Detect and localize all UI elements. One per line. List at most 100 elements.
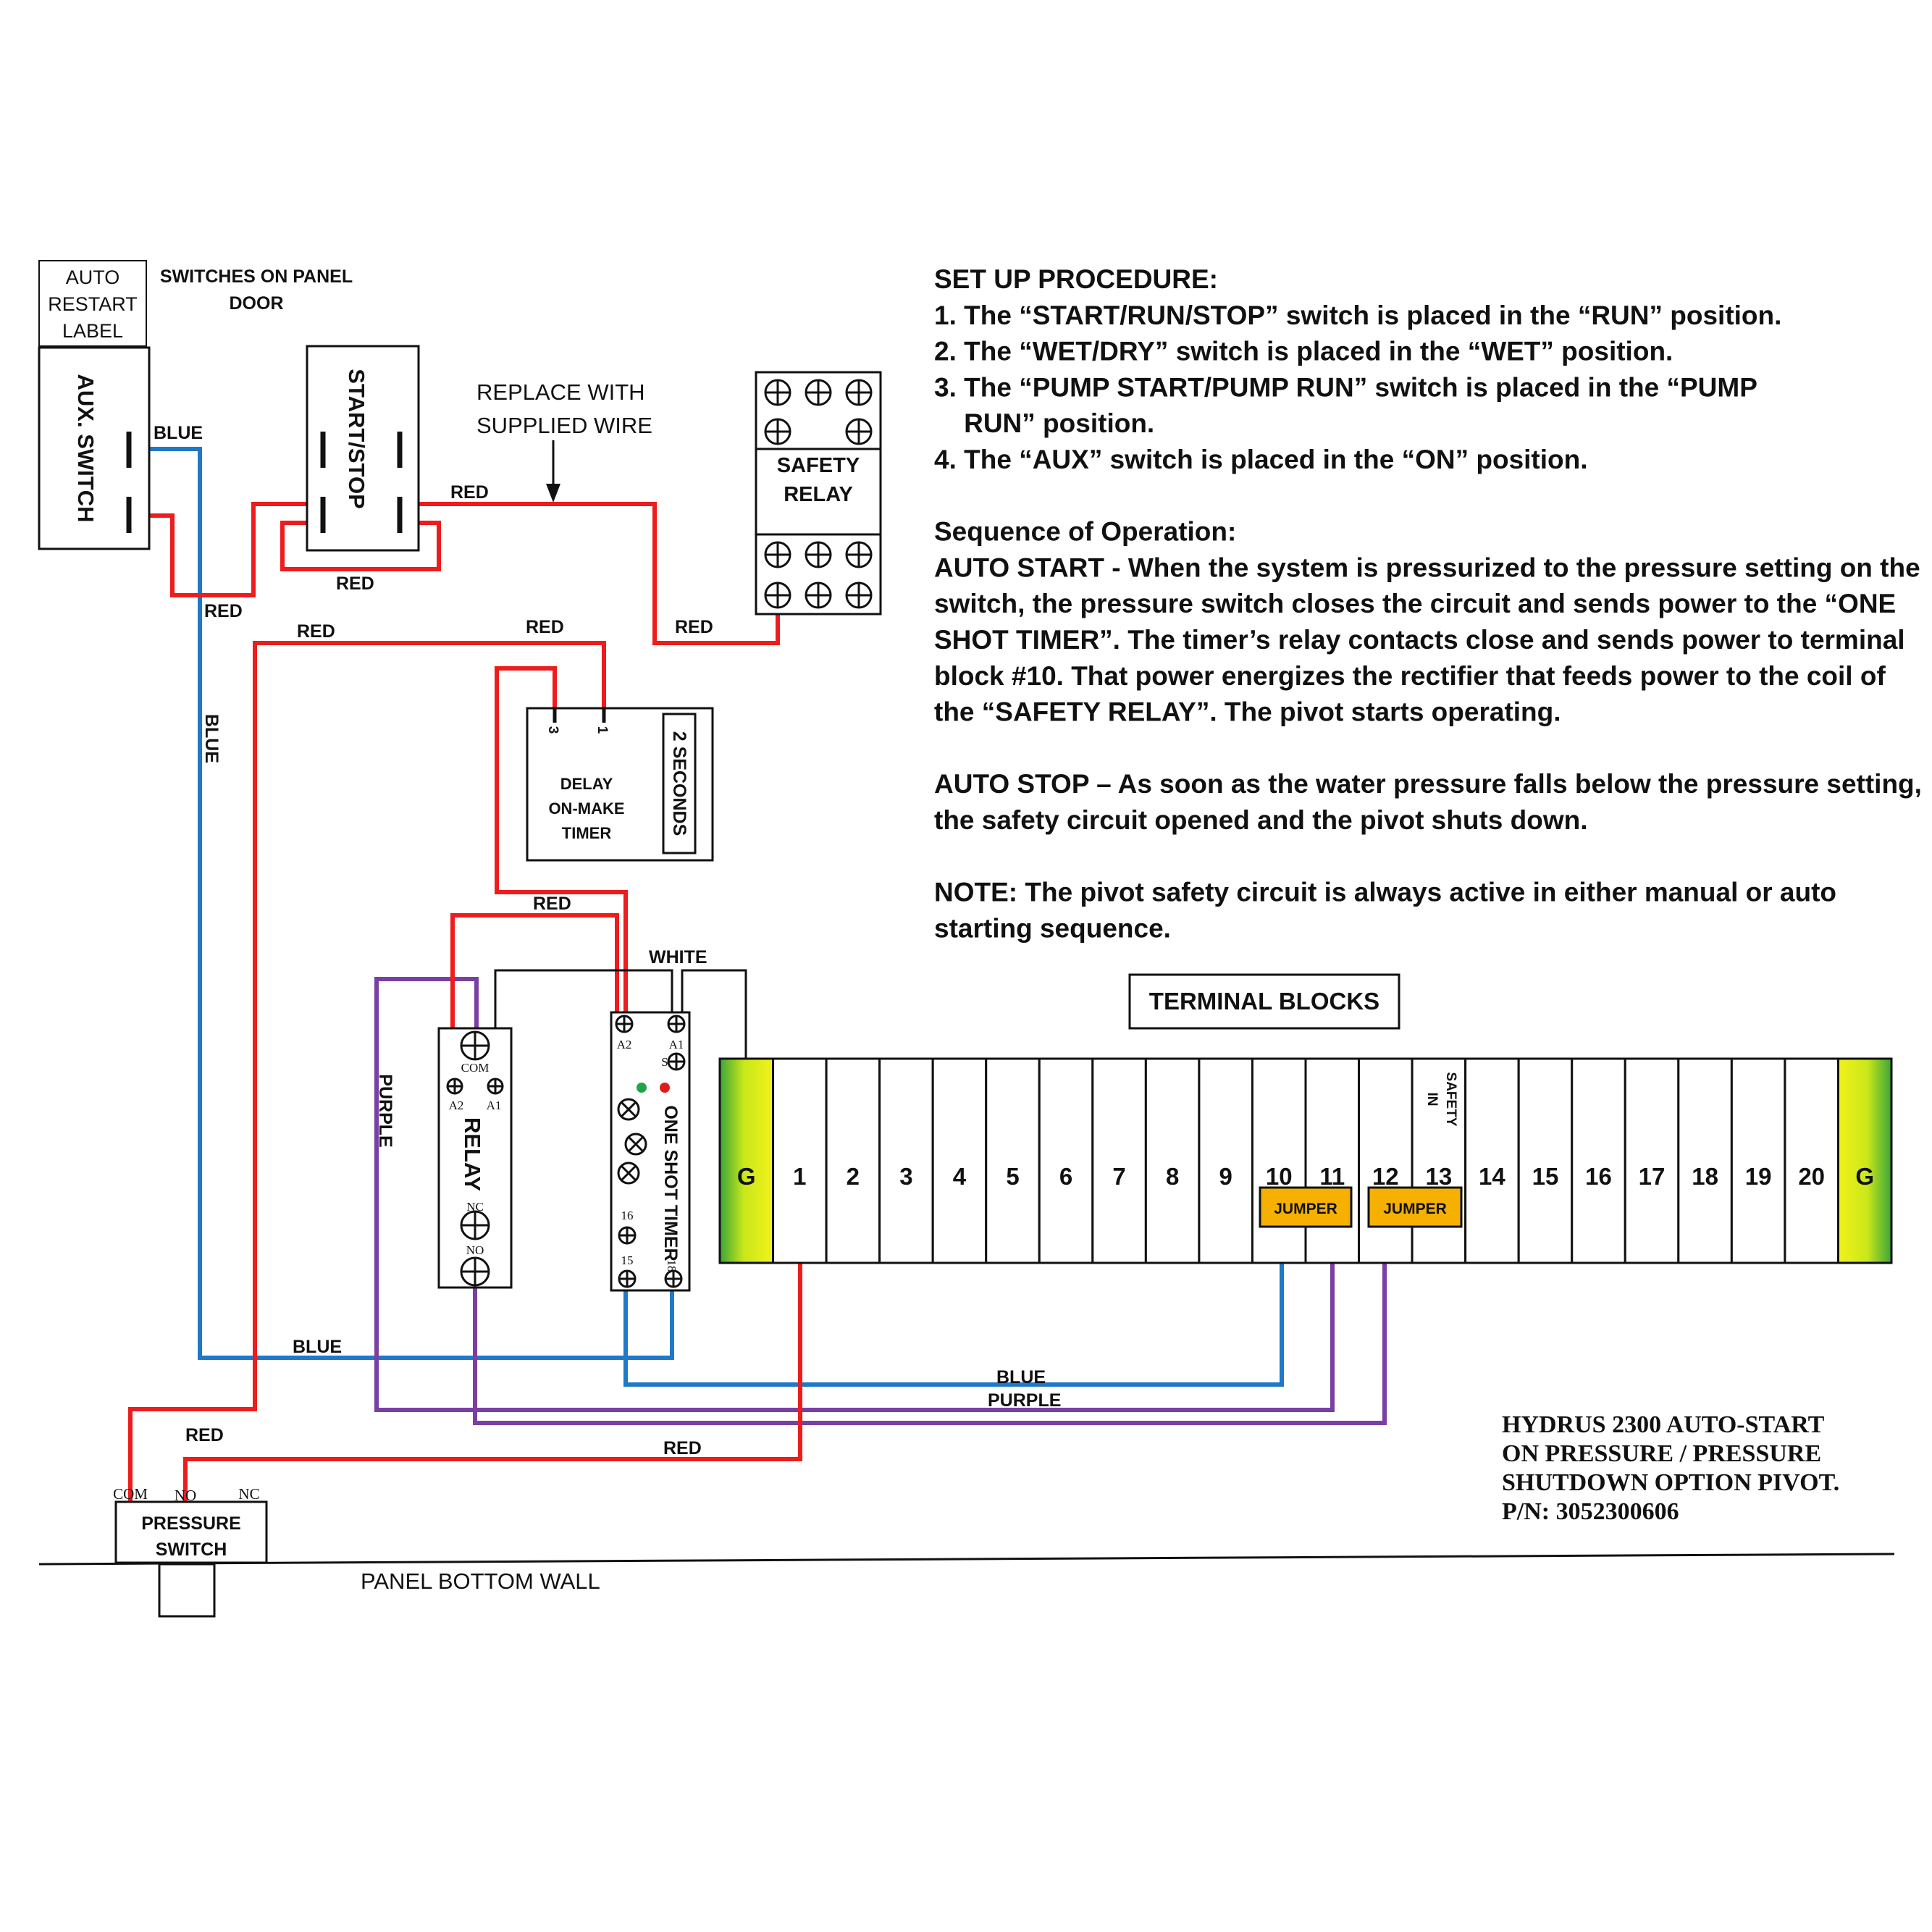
relay: COM A2 A1 NC NO RELAY [437, 1027, 513, 1289]
terminal-block-10 [1251, 1057, 1307, 1264]
jumper-label-1: JUMPER [1274, 1201, 1337, 1217]
wire-label-red-pressure-com: RED [185, 1425, 224, 1445]
terminal-block-11 [1304, 1057, 1361, 1264]
terminal-block-label: 5 [1006, 1163, 1019, 1190]
start-stop-label: START/STOP [344, 369, 369, 508]
aux-switch: AUX. SWITCH [38, 346, 151, 550]
wire-label-purple-vertical: PURPLE [375, 1074, 395, 1147]
safety-relay-screws [764, 379, 873, 609]
terminal-block-5 [985, 1057, 1041, 1264]
timer-red-led [660, 1083, 670, 1093]
wire-labels: BLUE BLUE BLUE BLUE PURPLE PURPLE RED RE… [154, 423, 1061, 1458]
ps-nc-label: NC [238, 1485, 259, 1503]
safety-relay-line-2: RELAY [784, 483, 853, 506]
procedure-line: 2. The “WET/DRY” switch is placed in the… [934, 337, 1673, 366]
timer-green-led [637, 1083, 647, 1093]
red-wire-delay-timer-to-one-shot [495, 666, 628, 1017]
terminal-block-label: 19 [1745, 1163, 1772, 1190]
timer-a2-label: A2 [617, 1038, 632, 1051]
terminal-block-14 [1464, 1057, 1520, 1264]
procedure-line: 3. The “PUMP START/PUMP RUN” switch is p… [934, 372, 1757, 402]
terminal-block-label: 1 [793, 1163, 806, 1190]
wire-label-red-aux: RED [204, 601, 243, 621]
relay-a2-label: A2 [449, 1099, 464, 1112]
timer-15-label: 15 [621, 1253, 634, 1267]
replace-wire-line-1: REPLACE WITH [476, 379, 645, 405]
terminal-block-4 [931, 1057, 988, 1264]
terminal-block-17 [1624, 1057, 1680, 1264]
wire-label-white: WHITE [649, 947, 707, 967]
wire-label-blue-terminal: BLUE [996, 1367, 1046, 1387]
terminal-block-6 [1038, 1057, 1094, 1264]
delay-timer-line-1: DELAY [560, 775, 613, 793]
terminal-block-label: 9 [1219, 1163, 1232, 1190]
red-wire-terminal-1-to-pressure-switch [183, 1264, 802, 1502]
relay-a1-label: A1 [487, 1099, 502, 1112]
relay-nc-label: NC [466, 1200, 484, 1214]
red-wire-start-stop-loop [280, 521, 441, 571]
wire-label-red-relay: RED [533, 894, 571, 914]
terminal-block-label: 15 [1532, 1163, 1559, 1190]
safety-relay: SAFETY RELAY [755, 371, 882, 616]
wire-label-red-delay: RED [526, 617, 564, 637]
procedure-line: RUN” position. [934, 408, 1154, 438]
terminal-block-label: 4 [953, 1163, 967, 1190]
wire-label-red-start-stop-out: RED [450, 482, 489, 503]
terminal-block-15 [1517, 1057, 1574, 1264]
aux-switch-label: AUX. SWITCH [73, 374, 98, 523]
terminal-block-16 [1571, 1057, 1626, 1264]
wire-label-blue-aux: BLUE [154, 423, 203, 443]
auto-restart-line-2: RESTART [48, 293, 138, 315]
procedure-line: SET UP PROCEDURE: [934, 264, 1218, 294]
ps-no-label: NO [175, 1487, 196, 1504]
procedure-line: SHOT TIMER”. The timer’s relay contacts … [934, 625, 1905, 655]
wire-label-blue-bus: BLUE [293, 1337, 342, 1357]
title-line-3: SHUTDOWN OPTION PIVOT. [1502, 1469, 1839, 1496]
procedure-line: NOTE: The pivot safety circuit is always… [934, 878, 1836, 907]
terminal-block-20 [1784, 1057, 1839, 1264]
safety-in-line-1: SAFETY [1443, 1072, 1458, 1127]
wire-label-purple-terminal: PURPLE [988, 1390, 1061, 1411]
terminal-block-g-left [718, 1057, 775, 1264]
safety-in-line-2: IN [1424, 1093, 1440, 1106]
one-shot-timer: A2 A1 S 16 15 18 ONE SHOT TIMER [610, 1011, 691, 1292]
wire-label-red-pressure-no: RED [663, 1438, 702, 1458]
title-line-2: ON PRESSURE / PRESSURE [1502, 1440, 1821, 1467]
terminal-block-label: 3 [899, 1163, 912, 1190]
terminal-block-19 [1730, 1057, 1786, 1264]
start-stop-switch: START/STOP [306, 345, 420, 552]
terminal-block-label: 17 [1639, 1163, 1666, 1190]
timer-a1-label: A1 [669, 1038, 684, 1051]
jumper-label-2: JUMPER [1383, 1201, 1447, 1217]
timer-s-label: S [661, 1055, 668, 1069]
relay-no-label: NO [466, 1243, 484, 1257]
wire-label-red-safety-relay: RED [675, 617, 713, 637]
wire-label-red-loop: RED [336, 574, 374, 594]
terminal-blocks-title: TERMINAL BLOCKS [1149, 988, 1379, 1015]
terminal-blocks-title-box [1128, 973, 1400, 1030]
pressure-switch-line-2: SWITCH [156, 1540, 227, 1560]
procedure-line: 4. The “AUX” switch is placed in the “ON… [934, 445, 1588, 474]
delay-on-make-timer: 3 1 2 SECONDS DELAY ON-MAKE TIMER [526, 707, 714, 862]
terminal-block-label: 8 [1166, 1163, 1179, 1190]
terminal-block-7 [1091, 1057, 1147, 1264]
setup-procedure: SET UP PROCEDURE:1. The “START/RUN/STOP”… [934, 264, 1922, 943]
wire-label-red-feed: RED [297, 621, 335, 642]
terminal-block-label: 13 [1426, 1163, 1453, 1190]
relay-com-label: COM [461, 1061, 490, 1075]
terminal-block-label: 11 [1319, 1163, 1345, 1190]
wire-label-blue-vertical: BLUE [201, 714, 222, 763]
terminal-block-12 [1358, 1057, 1414, 1264]
terminal-block-label: 7 [1112, 1163, 1125, 1190]
blue-wire-aux-to-timer [130, 447, 674, 1360]
title-block: HYDRUS 2300 AUTO-START ON PRESSURE / PRE… [1502, 1411, 1839, 1525]
one-shot-timer-label: ONE SHOT TIMER [660, 1105, 681, 1261]
delay-timer-line-3: TIMER [562, 824, 612, 842]
timer-16-label: 16 [621, 1209, 634, 1222]
red-wire-relay-a2-to-timer [450, 913, 619, 1086]
terminal-block-18 [1677, 1057, 1733, 1264]
terminal-block-label: 2 [847, 1163, 860, 1190]
jumper-12-13: JUMPER [1367, 1186, 1463, 1228]
